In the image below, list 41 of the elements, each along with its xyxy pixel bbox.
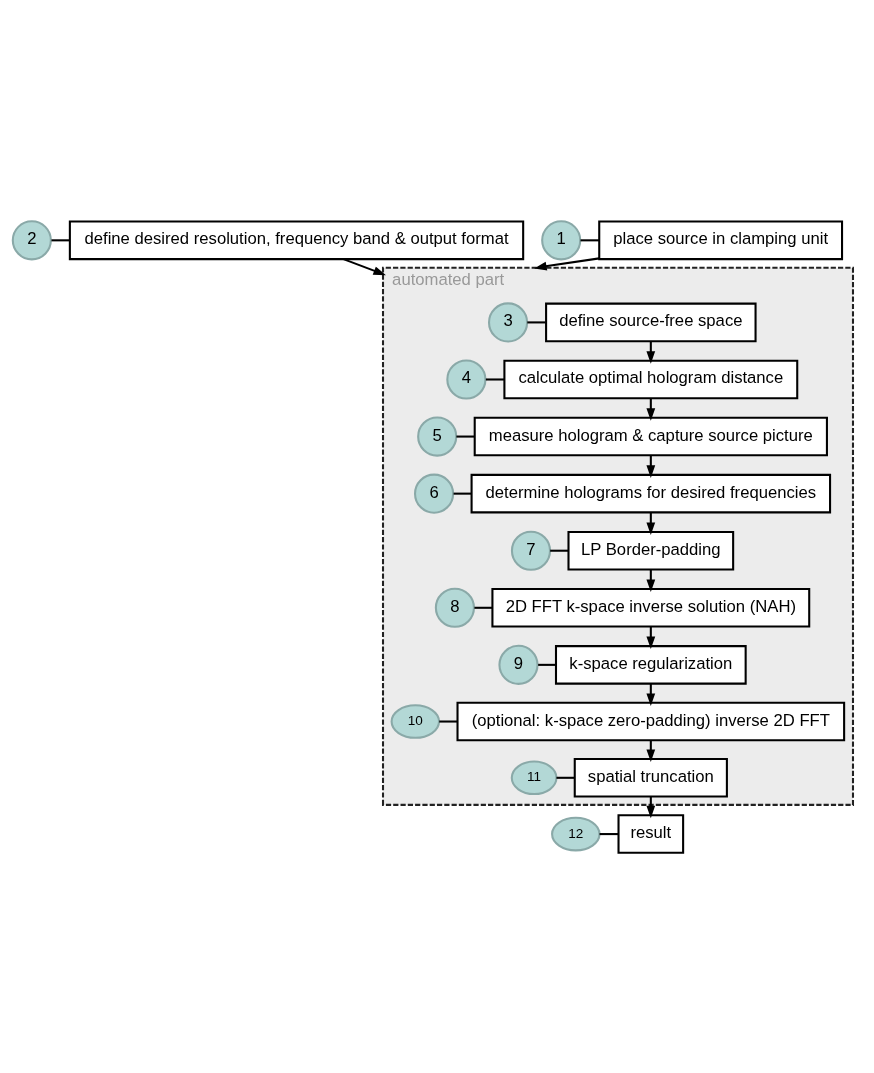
node-circle: 6: [414, 473, 455, 514]
node-circle: 3: [487, 301, 529, 342]
connector: [439, 720, 458, 723]
connector: [51, 238, 70, 241]
node-box: 2D FFT k-space inverse solution (NAH): [491, 587, 811, 628]
connector: [485, 377, 505, 381]
connector: [474, 606, 493, 609]
node-circle: 4: [446, 358, 487, 400]
node-circle: 5: [417, 416, 458, 457]
connector: [538, 663, 556, 666]
arrow: [646, 626, 656, 649]
connector: [580, 238, 600, 241]
connector: [599, 832, 619, 835]
connector: [453, 492, 472, 495]
arrow: [646, 569, 656, 592]
arrow: [343, 257, 386, 275]
node-box: result: [617, 813, 685, 854]
arrow: [534, 256, 600, 270]
node-circle: 7: [510, 530, 552, 571]
node-circle: 8: [434, 587, 475, 628]
node-box: measure hologram & capture source picture: [473, 416, 828, 456]
node-box: place source in clamping unit: [598, 220, 844, 260]
connector: [550, 549, 569, 552]
node-box: LP Border-padding: [567, 530, 735, 570]
node-box: determine holograms for desired frequencies: [470, 473, 832, 513]
node-box: k-space regularization: [554, 644, 747, 685]
node-ellipse: 11: [510, 760, 558, 795]
node-ellipse: 12: [551, 816, 601, 851]
connector: [556, 776, 575, 779]
arrow: [646, 340, 656, 364]
connector: [527, 320, 546, 323]
node-circle: 1: [541, 219, 582, 260]
connector: [456, 435, 475, 438]
node-circle: 9: [498, 644, 539, 685]
node-ellipse: 10: [390, 703, 441, 739]
node-box: define source-free space: [545, 302, 757, 342]
node-circle: 2: [11, 219, 52, 260]
node-box: calculate optimal hologram distance: [503, 359, 799, 399]
node-box: define desired resolution, frequency band & output format: [68, 220, 525, 260]
node-box: spatial truncation: [573, 757, 728, 798]
node-box: (optional: k-space zero-padding) inverse 2D FFT: [456, 701, 846, 741]
